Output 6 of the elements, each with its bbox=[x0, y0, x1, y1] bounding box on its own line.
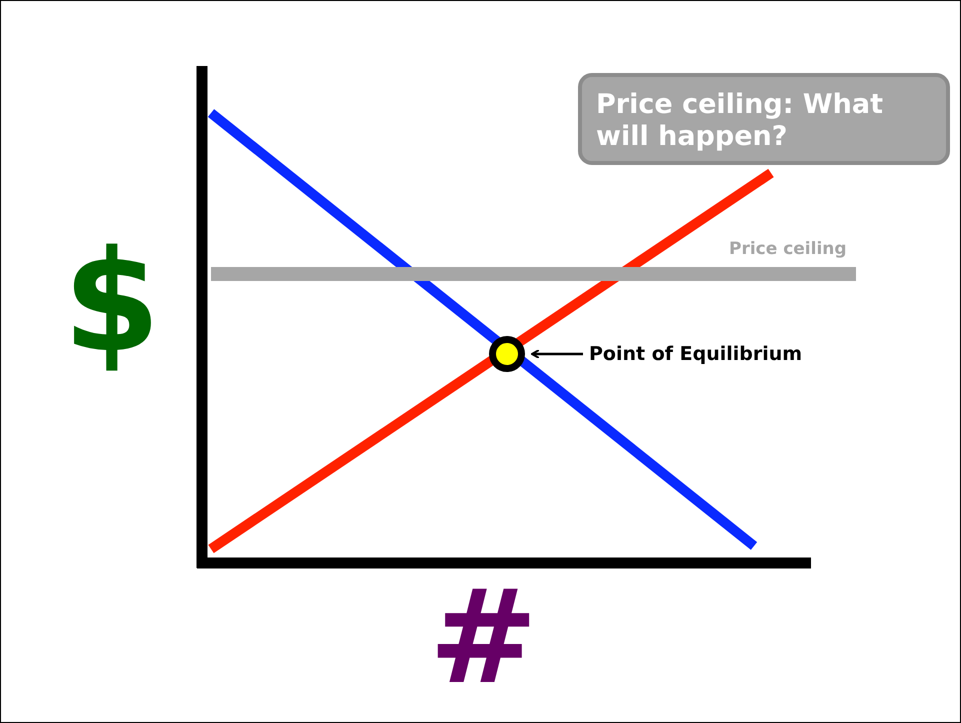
line-label: Price ceiling bbox=[729, 240, 847, 259]
axis-label: $ bbox=[63, 226, 160, 380]
callout-box: Price ceiling: What will happen? bbox=[578, 73, 950, 165]
arrow bbox=[531, 349, 583, 359]
annotation-text: Point of Equilibrium bbox=[589, 343, 802, 365]
axis-label: # bbox=[429, 566, 538, 709]
